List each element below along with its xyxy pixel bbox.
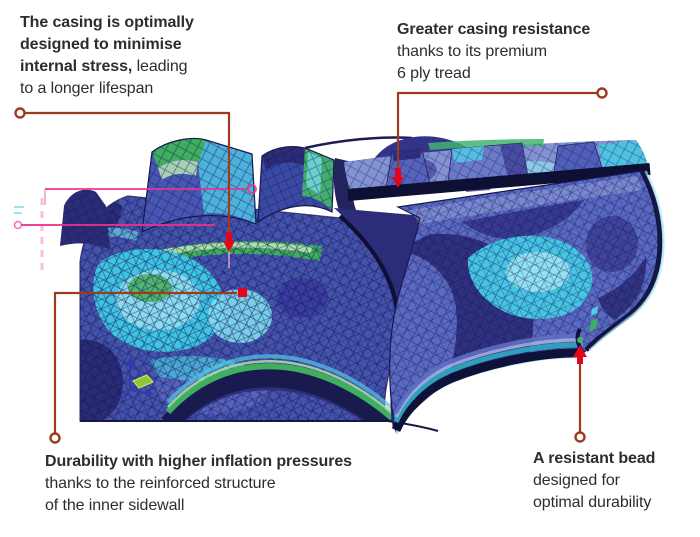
callout-square-marker <box>238 288 247 297</box>
text-line: 6 ply tread <box>397 65 471 82</box>
right-sidewall-mesh <box>389 169 665 434</box>
callout-sidewall-line <box>49 288 247 444</box>
callout-endpoint-circle <box>14 107 26 119</box>
callout-arrow-marker <box>573 345 587 364</box>
text-line: Durability with higher inflation pressur… <box>45 453 352 470</box>
callout-sidewall-text: Durability with higher inflation pressur… <box>45 451 352 517</box>
callout-endpoint-circle <box>49 432 61 444</box>
callout-casing-line <box>14 107 235 252</box>
text-line: to a longer lifespan <box>20 80 154 97</box>
callout-bead-text: A resistant bead designed for optimal du… <box>533 448 655 514</box>
text-line: of the inner sidewall <box>45 497 185 514</box>
text-line: internal stress, leading <box>20 58 188 75</box>
xyz-axes-icon <box>120 357 154 400</box>
callout-arrow-marker <box>392 168 404 188</box>
text-line: The casing is optimally <box>20 14 194 31</box>
text-line: thanks to the reinforced structure <box>45 475 276 492</box>
callout-tread-line <box>392 87 608 188</box>
text-line: A resistant bead <box>533 450 656 467</box>
callout-arrow-marker <box>223 232 235 252</box>
text-line: designed to minimise <box>20 36 182 53</box>
left-tread-blocks <box>60 136 413 250</box>
callout-casing-text: The casing is optimally designed to mini… <box>20 12 194 100</box>
callout-bead-line <box>573 345 587 443</box>
casing-bottom-edge <box>80 420 439 432</box>
text-line: designed for <box>533 472 620 489</box>
artifact-lines <box>13 184 257 272</box>
inner-liner-arcs <box>161 354 396 421</box>
callout-endpoint-circle <box>596 87 608 99</box>
bead-ply-edges <box>391 306 598 435</box>
callout-tread-text: Greater casing resistance thanks to its … <box>397 19 590 85</box>
text-line: Greater casing resistance <box>397 21 591 38</box>
text-line: thanks to its premium <box>397 43 547 60</box>
callout-endpoint-circle <box>574 431 586 443</box>
text-line: optimal durability <box>533 494 652 511</box>
